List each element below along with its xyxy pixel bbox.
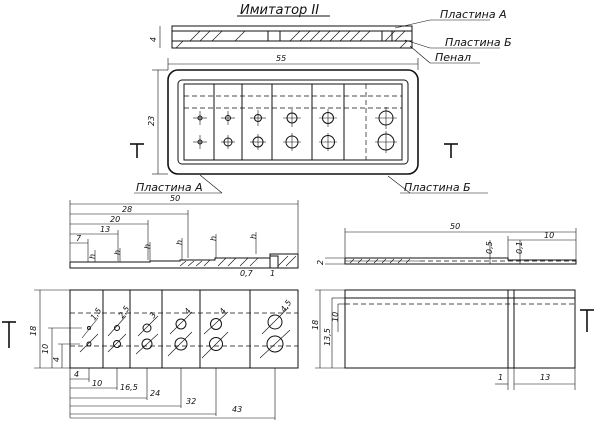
dim-c-4: 4: [52, 357, 61, 362]
dim-h-d2: 2,5: [117, 304, 132, 320]
dim-a-h3: h: [143, 244, 152, 249]
dim-a-13: 13: [100, 225, 110, 234]
label-plate-b: Пластина Б: [445, 36, 512, 49]
dim-a-h2: h: [113, 250, 122, 255]
dim-a-07: 0,7: [240, 269, 254, 278]
dim-b-50: 50: [450, 222, 460, 231]
plate-b-plan-dims: [315, 289, 576, 390]
dim-a-28: 28: [122, 205, 132, 214]
dim-c-32: 32: [186, 397, 196, 406]
top-section-view: [171, 25, 413, 49]
label-case: Пенал: [435, 51, 471, 64]
dim-b-05: 0,5: [485, 241, 494, 254]
section-mark-icon: [2, 321, 16, 348]
top-width-dim: 55: [276, 54, 286, 63]
plate-a-bottom-dims: [69, 368, 276, 420]
top-plan-view: [167, 69, 419, 175]
leader-lines: [394, 19, 500, 64]
dim-c-43: 43: [232, 405, 242, 414]
dim-c-10b: 10: [92, 379, 102, 388]
plate-a-plan: [69, 289, 299, 369]
dim-h-d6: 4,5: [279, 298, 294, 314]
dim-c-10: 10: [41, 344, 50, 354]
plate-a-h-marks: [94, 232, 257, 262]
dim-a-7: 7: [76, 234, 82, 243]
top-height-dim: 23: [147, 116, 156, 126]
plate-b-dims: [325, 228, 577, 265]
dim-b-01: 0,1: [515, 241, 524, 254]
dim-d-135: 13,5: [323, 328, 332, 346]
dim-d-10: 10: [331, 312, 340, 322]
dim-a-h4: h: [175, 240, 184, 245]
dim-h-d4: 4: [183, 307, 193, 316]
dim-c-18: 18: [29, 326, 38, 336]
section-mark-icon: [580, 309, 594, 332]
label-plate-a-bottom: Пластина А: [136, 181, 203, 194]
dim-a-h6: h: [249, 234, 258, 239]
plate-b-profile: [344, 257, 577, 265]
dim-c-24: 24: [150, 389, 160, 398]
dim-d-1: 1: [498, 373, 503, 382]
dim-d-18: 18: [311, 320, 320, 330]
plate-a-profile: [69, 253, 299, 269]
dim-h-d5: 4: [218, 307, 228, 316]
dim-b-10: 10: [544, 231, 554, 240]
section-mark-icon: [130, 143, 144, 158]
dim-c-4b: 4: [74, 370, 79, 379]
plate-a-vertical-dims: [34, 289, 82, 369]
plate-b-plan: [344, 289, 576, 369]
drawing-title: Имитатор II: [240, 3, 319, 18]
label-plate-b-bottom: Пластина Б: [404, 181, 471, 194]
dim-a-1: 1: [270, 269, 275, 278]
dim-b-2: 2: [316, 260, 325, 265]
dim-a-h5: h: [209, 236, 218, 241]
dim-h-d3: 3: [148, 311, 158, 320]
dim-a-h1: h: [88, 254, 97, 259]
dim-d-13: 13: [540, 373, 550, 382]
section-mark-icon: [444, 143, 458, 158]
label-plate-a: Пластина А: [440, 8, 507, 21]
top-thick-dim: 4: [149, 37, 158, 42]
dim-h-d1: 1,5: [89, 306, 104, 322]
dim-a-50: 50: [170, 194, 180, 203]
plate-a-horizontal-dims: [69, 200, 299, 262]
dim-a-20: 20: [110, 215, 120, 224]
dim-c-165: 16,5: [120, 383, 138, 392]
